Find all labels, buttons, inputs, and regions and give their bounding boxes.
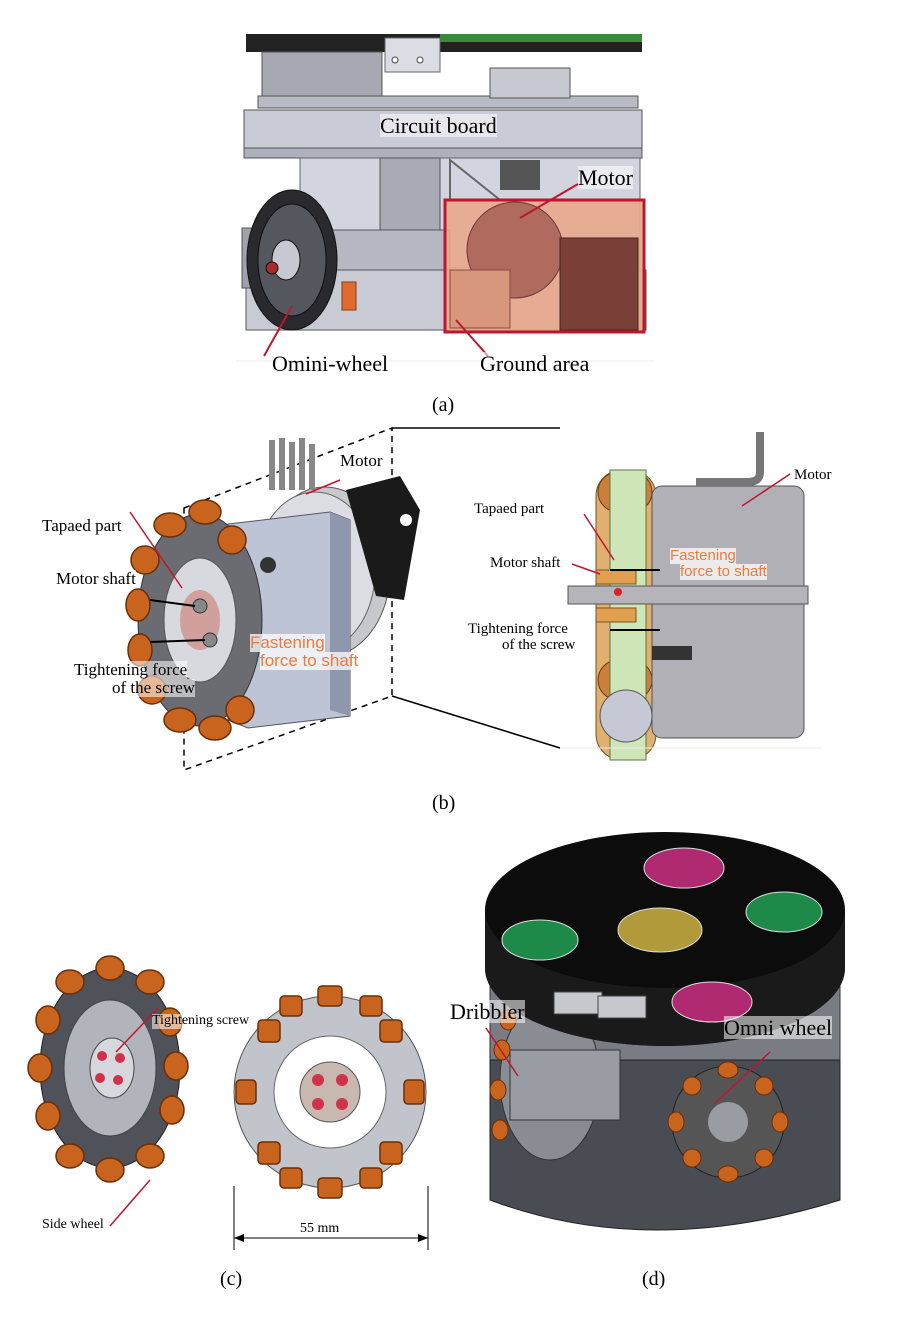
label-tightening-b-right-2: of the screw [502,637,576,654]
caption-a: (a) [432,394,455,416]
label-fastening-b-right-1: Fastening [670,547,736,564]
label-tapaed-part-b-left: Tapaed part [42,516,122,535]
marker-green-left [501,919,579,961]
caption-c: (c) [220,1268,243,1290]
omni-wheel-a [246,189,338,331]
label-side-wheel: Side wheel [42,1217,104,1233]
panel-b-drawing [125,426,822,772]
label-omni-wheel-d: Omni wheel [724,1015,833,1040]
label-ground-area: Ground area [480,351,590,376]
panel-b: Motor Tapaed part Motor shaft Fastening … [0,420,897,820]
label-motor-b-right: Motor [794,467,832,484]
label-motor-b-left: Motor [340,451,383,470]
label-omni-wheel-a: Omini-wheel [272,351,389,376]
label-motor-shaft-b-right: Motor shaft [490,555,561,572]
panel-c-drawing [27,955,429,1250]
label-tightening-screw: Tightening screw [152,1013,250,1029]
label-tightening-b-left-1: Tightening force [74,660,188,679]
projection-box [183,426,393,772]
leader-omni-a [263,305,293,357]
label-tightening-b-left-2: of the screw [112,678,196,697]
marker-magenta-bottom [671,981,753,1023]
panel-a-drawing [236,34,654,362]
leader-motor-a [519,183,579,219]
panel-c: Tightening screw Side wheel 55 mm (c) [0,955,450,1300]
caption-d: (d) [642,1268,666,1290]
label-motor-shaft-b-left: Motor shaft [56,569,136,588]
marker-magenta-top [643,847,725,889]
label-tightening-b-right-1: Tightening force [468,621,568,638]
label-dribbler: Dribbler [450,999,525,1024]
label-circuit-board: Circuit board [380,113,497,138]
leader-ground-a [455,319,489,357]
label-fastening-b-left-2: force to shaft [260,651,359,670]
panel-d: Dribbler Omni wheel (d) [450,820,897,1300]
label-fastening-b-right-2: force to shaft [680,563,767,580]
panel-d-drawing [485,832,845,1231]
caption-b: (b) [432,792,456,814]
marker-green-right [745,891,823,933]
label-dimension-55mm: 55 mm [300,1221,340,1236]
marker-yellow-center [617,907,703,953]
panel-a: Circuit board Motor Omini-wheel Ground a… [0,0,897,420]
label-motor-a: Motor [578,165,633,190]
label-fastening-b-left-1: Fastening [250,633,325,652]
label-tapaed-part-b-right: Tapaed part [474,501,545,518]
